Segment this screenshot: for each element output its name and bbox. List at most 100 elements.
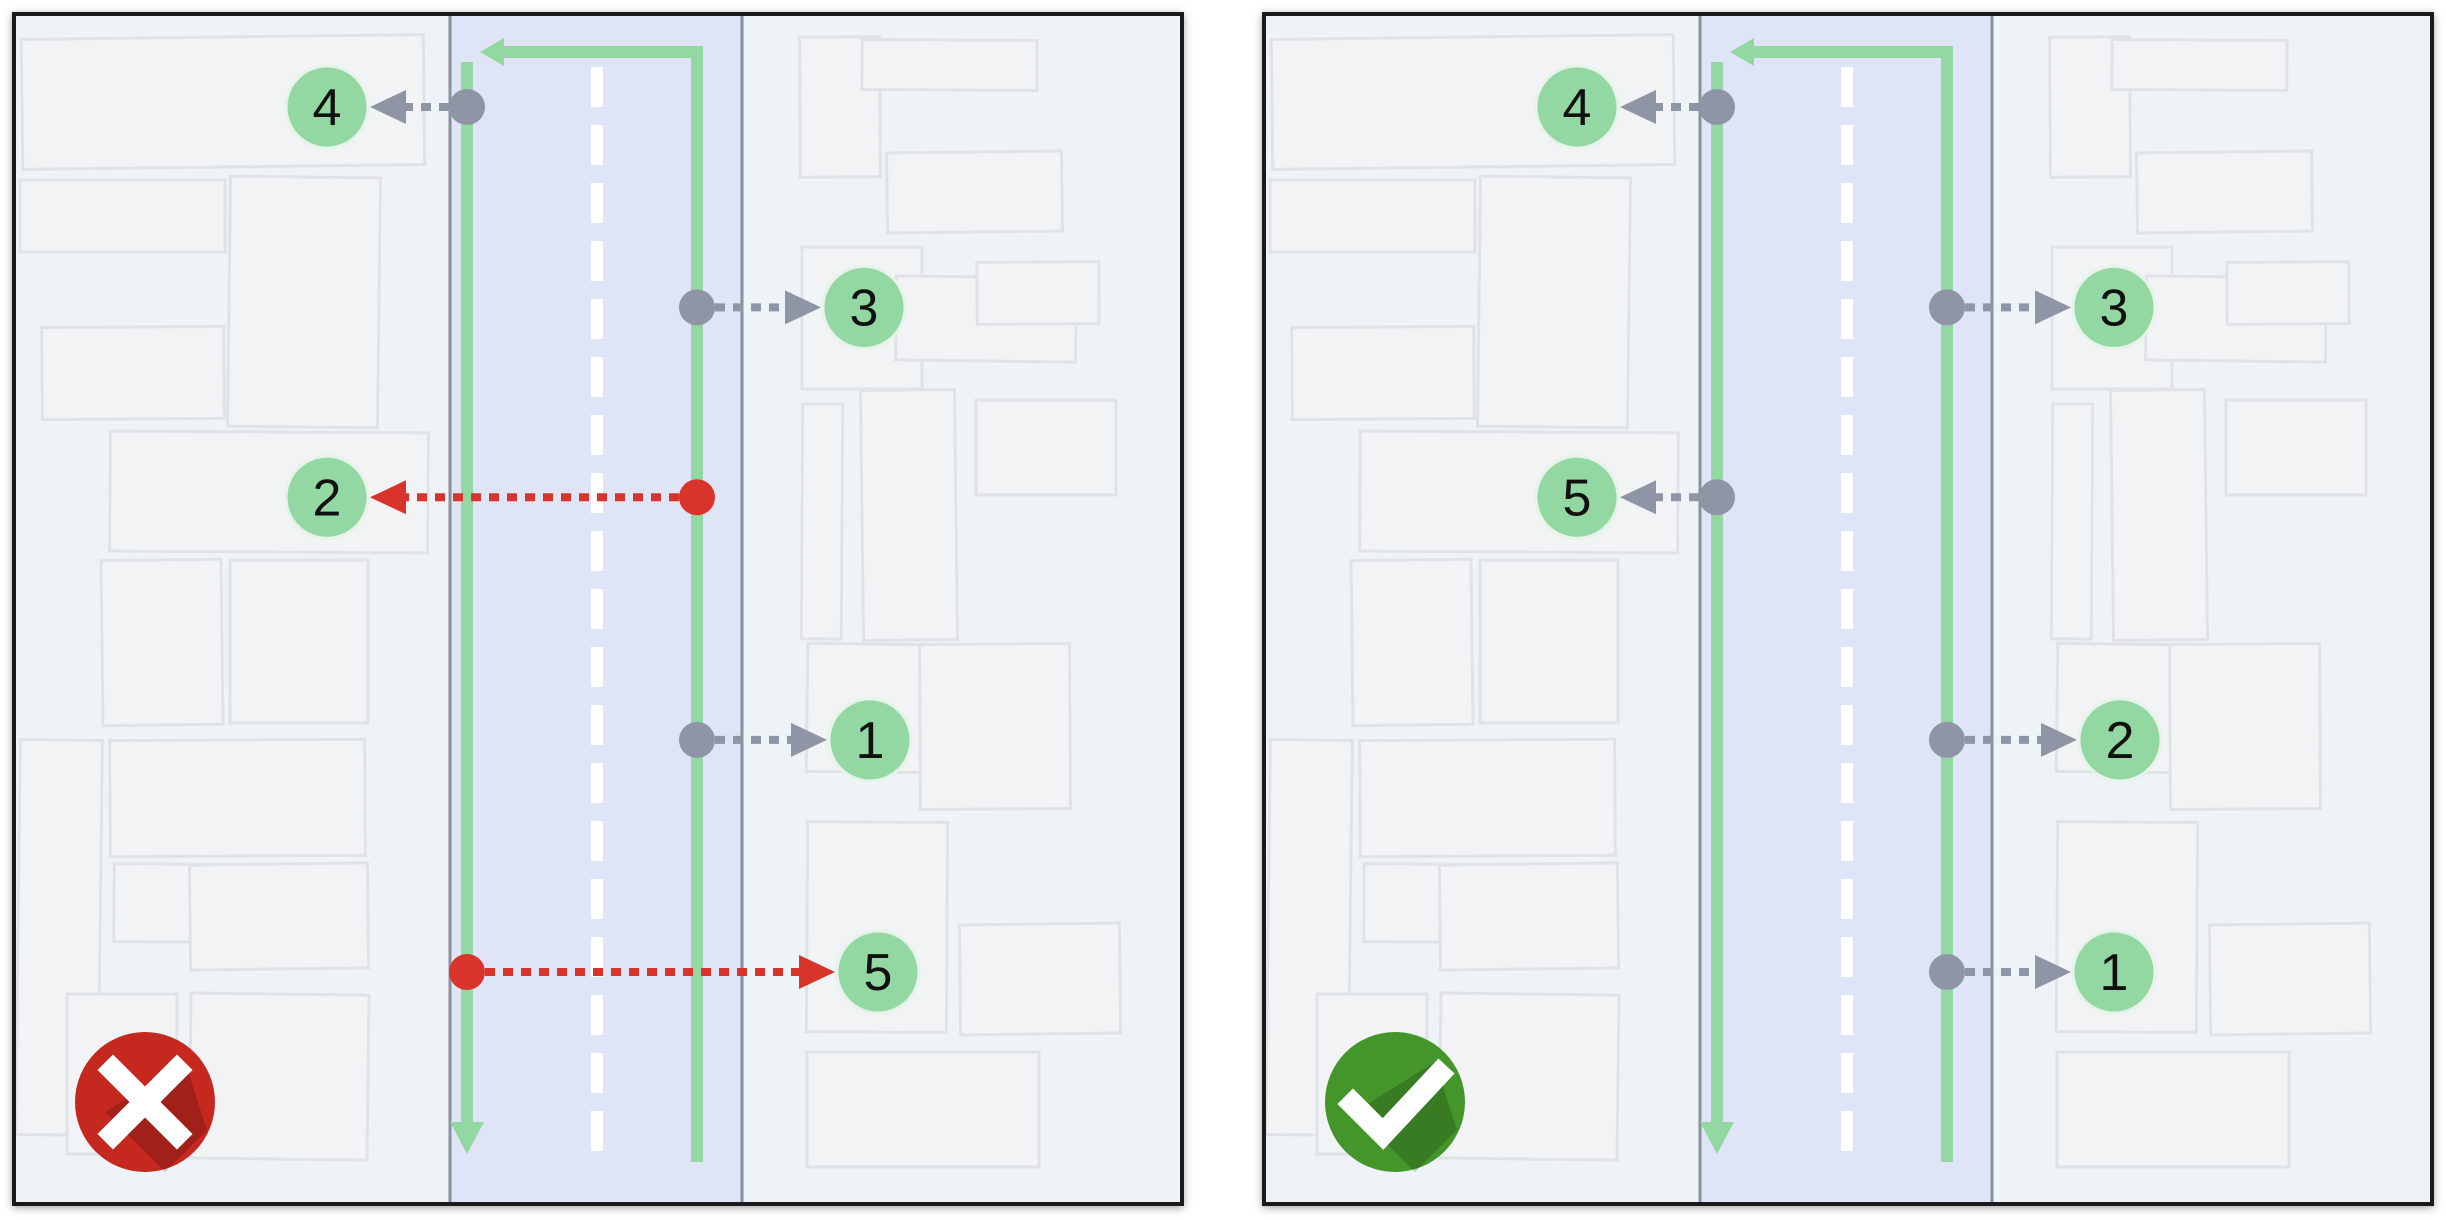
- stop-number: 1: [856, 712, 885, 770]
- stop-badge: [2071, 264, 2157, 350]
- stop-2: 2: [1929, 697, 2163, 783]
- building: [108, 737, 367, 859]
- building: [2134, 149, 2315, 235]
- building: [798, 35, 882, 179]
- building: [18, 178, 227, 254]
- stop-number: 1: [2100, 944, 2129, 1002]
- stop-marker: [1929, 954, 1965, 990]
- building: [975, 260, 1101, 326]
- stop-number: 4: [1563, 79, 1592, 137]
- stop-3: 3: [679, 264, 907, 350]
- building: [858, 387, 960, 643]
- building: [1437, 991, 1621, 1162]
- building: [1475, 174, 1633, 430]
- stop-4: 4: [1534, 64, 1735, 150]
- building: [187, 991, 371, 1162]
- stop-badge: [1534, 454, 1620, 540]
- stop-badge: [284, 454, 370, 540]
- stop-5: 5: [449, 929, 921, 1015]
- stop-number: 4: [313, 79, 342, 137]
- stop-arrowhead: [2035, 290, 2071, 325]
- stop-marker: [679, 479, 715, 516]
- building: [2167, 642, 2323, 811]
- check-icon: [1325, 1032, 1465, 1172]
- stop-marker: [1929, 289, 1965, 326]
- stop-badge: [821, 264, 907, 350]
- stop-number: 2: [2106, 712, 2135, 770]
- verdict-circle: [1325, 1032, 1465, 1172]
- stop-marker: [1699, 89, 1735, 125]
- cross-mark: [97, 1054, 193, 1150]
- building: [2055, 1050, 2291, 1169]
- stop-arrowhead: [1620, 480, 1656, 515]
- route-arrowhead-top: [1730, 38, 1754, 66]
- stop-arrowhead: [370, 90, 406, 124]
- building: [2048, 35, 2132, 179]
- building: [187, 861, 371, 972]
- stop-arrowhead: [2041, 722, 2077, 757]
- stop-marker: [679, 289, 715, 326]
- stop-marker: [1699, 479, 1735, 516]
- building: [1358, 429, 1680, 555]
- building: [799, 402, 845, 641]
- stop-1: 1: [679, 697, 913, 783]
- building: [2207, 921, 2373, 1037]
- stop-2: 2: [284, 454, 715, 540]
- route-line: [492, 46, 703, 1162]
- map-wrong-order: 4 3 2 1 5: [12, 12, 1184, 1206]
- building: [1349, 557, 1475, 728]
- stop-1: 1: [1929, 929, 2157, 1015]
- panel-wrong-order: 4 3 2 1 5: [12, 12, 1184, 1206]
- building: [228, 558, 370, 725]
- panel-correct-order: 4 3 5 2 1: [1262, 12, 2434, 1206]
- stop-badge: [2077, 697, 2163, 783]
- building: [225, 174, 383, 430]
- map-correct-order: 4 3 5 2 1: [1262, 12, 2434, 1206]
- building: [2110, 37, 2289, 93]
- panel-frame: [12, 12, 1184, 1206]
- building: [2108, 387, 2210, 643]
- stop-4: 4: [284, 64, 485, 150]
- stop-marker: [1929, 721, 1965, 758]
- building: [1290, 324, 1476, 422]
- stop-5: 5: [1534, 454, 1735, 540]
- stop-3: 3: [1929, 264, 2157, 350]
- stop-badge: [835, 929, 921, 1015]
- route-line: [1742, 46, 1953, 1162]
- stop-marker: [449, 954, 485, 990]
- building: [974, 398, 1118, 497]
- building: [40, 324, 226, 422]
- stop-arrowhead: [799, 955, 835, 989]
- stop-arrowhead: [370, 480, 406, 515]
- building: [108, 429, 430, 555]
- panel-frame: [1262, 12, 2434, 1206]
- building: [2049, 402, 2095, 641]
- building: [1358, 737, 1617, 859]
- stop-marker: [679, 721, 715, 758]
- building: [805, 1050, 1041, 1169]
- stop-badge: [1534, 64, 1620, 150]
- building: [917, 642, 1073, 811]
- building: [884, 149, 1065, 235]
- stop-arrowhead: [785, 290, 821, 325]
- building: [99, 557, 225, 728]
- stop-arrowhead: [1620, 90, 1656, 124]
- route-arrowhead-bottom: [1700, 1122, 1734, 1154]
- cross-icon: [75, 1032, 215, 1172]
- check-mark: [1337, 1058, 1455, 1150]
- route-arrowhead-top: [480, 38, 504, 66]
- stop-number: 3: [850, 279, 879, 337]
- route-arrowhead-bottom: [450, 1122, 484, 1154]
- building: [1268, 178, 1477, 254]
- building: [2225, 260, 2351, 326]
- buildings: [14, 33, 1123, 1169]
- building: [1437, 861, 1621, 972]
- stop-number: 3: [2100, 279, 2129, 337]
- building: [2224, 398, 2368, 497]
- stop-marker: [449, 89, 485, 125]
- building: [957, 921, 1123, 1037]
- stop-badge: [827, 697, 913, 783]
- stop-number: 5: [1563, 469, 1592, 527]
- buildings: [1264, 33, 2373, 1169]
- building: [860, 37, 1039, 93]
